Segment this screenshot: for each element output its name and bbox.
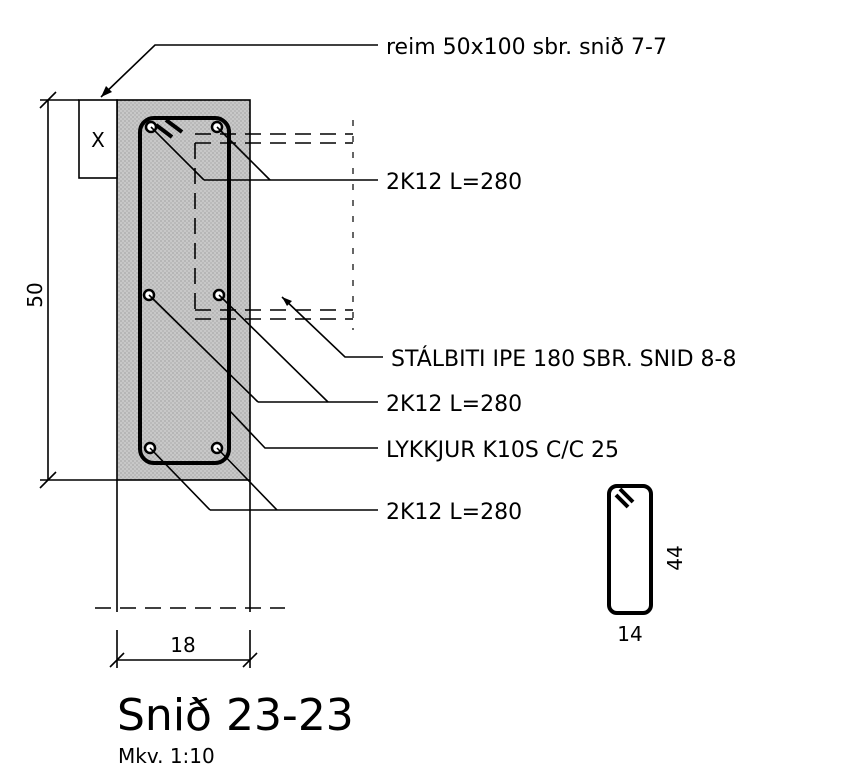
timber-member	[78, 99, 118, 179]
label-bottom-bars: 2K12 L=280	[386, 500, 522, 525]
stirrup-width-label: 14	[617, 622, 642, 646]
section-title: Snið 23-23	[117, 690, 354, 741]
timber-mark: X	[91, 128, 105, 152]
stirrup-hook-1	[154, 123, 174, 139]
stirrup-detail	[607, 484, 653, 615]
height-dimension-label: 50	[23, 282, 47, 307]
width-dimension-label: 18	[170, 633, 195, 657]
steel-beam-outline	[194, 120, 354, 330]
label-top-bars: 2K12 L=280	[386, 170, 522, 195]
leader-lines	[100, 44, 383, 511]
label-reim: reim 50x100 sbr. snið 7-7	[386, 35, 667, 60]
stirrup-height-label: 44	[663, 545, 687, 570]
scale-label: Mkv. 1:10	[118, 744, 215, 768]
label-mid-bars: 2K12 L=280	[386, 392, 522, 417]
width-dimension	[109, 630, 258, 668]
label-steel-beam: STÁLBITI IPE 180 SBR. SNID 8-8	[391, 346, 736, 372]
height-dimension	[39, 91, 117, 489]
label-stirrups: LYKKJUR K10S C/C 25	[386, 438, 619, 463]
stirrup	[138, 116, 231, 465]
stirrup-hook-2	[164, 118, 184, 134]
